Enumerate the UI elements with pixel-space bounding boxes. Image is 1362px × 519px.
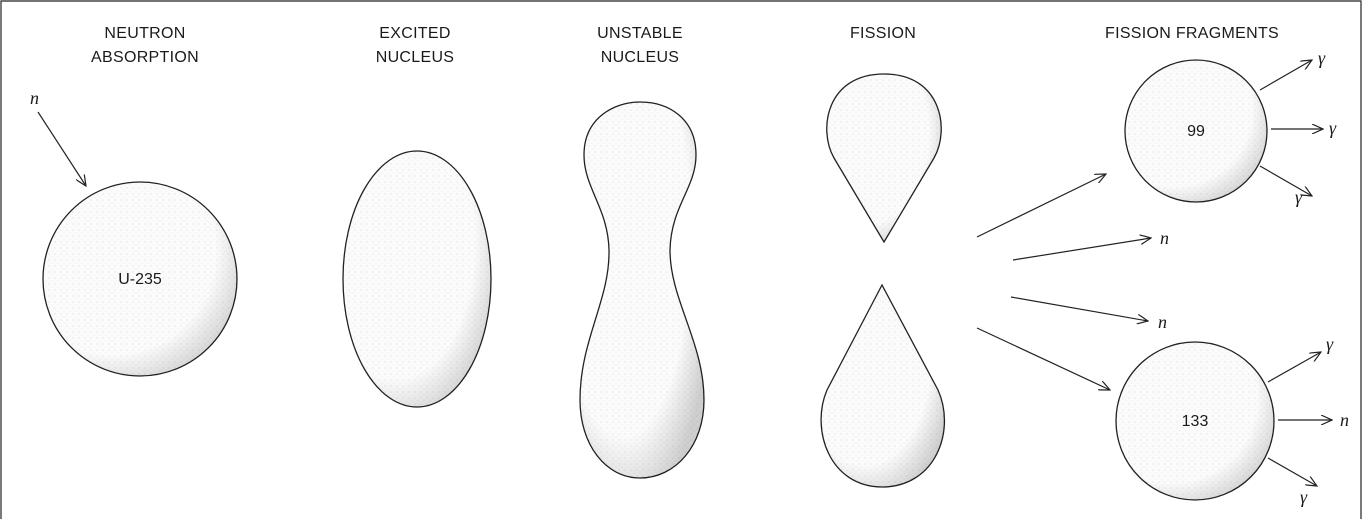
gamma-2-label: γ [1329,118,1337,138]
fission-line-1: FISSION [850,25,916,42]
stage-label-neutron-absorption: NEUTRON ABSORPTION [91,25,199,66]
incoming-neutron-arrow [38,112,86,186]
gamma-3-label: γ [1295,187,1303,207]
emitted-neutron-1-label: n [1160,228,1169,248]
gamma-1-label: γ [1318,48,1326,68]
gamma-arrow-4 [1268,352,1321,382]
arrow-to-fragment-133 [977,328,1110,390]
fission-drop-bottom [821,285,944,487]
unstable-nucleus-line-2: NUCLEUS [601,49,680,66]
arrow-to-fragment-99 [977,174,1106,237]
gamma-arrow-3 [1260,166,1312,196]
stage-label-fission: FISSION [850,25,916,42]
gamma-5-label: γ [1300,487,1308,507]
unstable-nucleus-line-1: UNSTABLE [597,25,683,42]
stage-label-unstable-nucleus: UNSTABLE NUCLEUS [597,25,683,66]
emitted-neutron-2-label: n [1158,312,1167,332]
gamma-arrow-1 [1260,60,1312,90]
fragment-133-label: 133 [1182,413,1209,430]
stage-label-excited-nucleus: EXCITED NUCLEUS [376,25,455,66]
gamma-4-label: γ [1326,334,1334,354]
unstable-nucleus-shape [580,102,704,478]
neutron-absorption-line-1: NEUTRON [104,25,185,42]
fission-drop-top [827,74,941,242]
emitted-neutron-3-label: n [1340,410,1349,430]
gamma-arrow-5 [1268,458,1317,486]
excited-nucleus-line-2: NUCLEUS [376,49,455,66]
arrow-emitted-neutron-2 [1011,297,1148,321]
neutron-absorption-line-2: ABSORPTION [91,49,199,66]
arrow-emitted-neutron-1 [1013,238,1151,260]
uranium-label: U-235 [118,271,162,288]
incoming-neutron-label: n [30,88,39,108]
excited-nucleus-shape [343,151,491,407]
fission-fragments-line-1: FISSION FRAGMENTS [1105,25,1279,42]
fragment-99-label: 99 [1187,123,1205,140]
stage-label-fission-fragments: FISSION FRAGMENTS [1105,25,1279,42]
excited-nucleus-line-1: EXCITED [379,25,450,42]
